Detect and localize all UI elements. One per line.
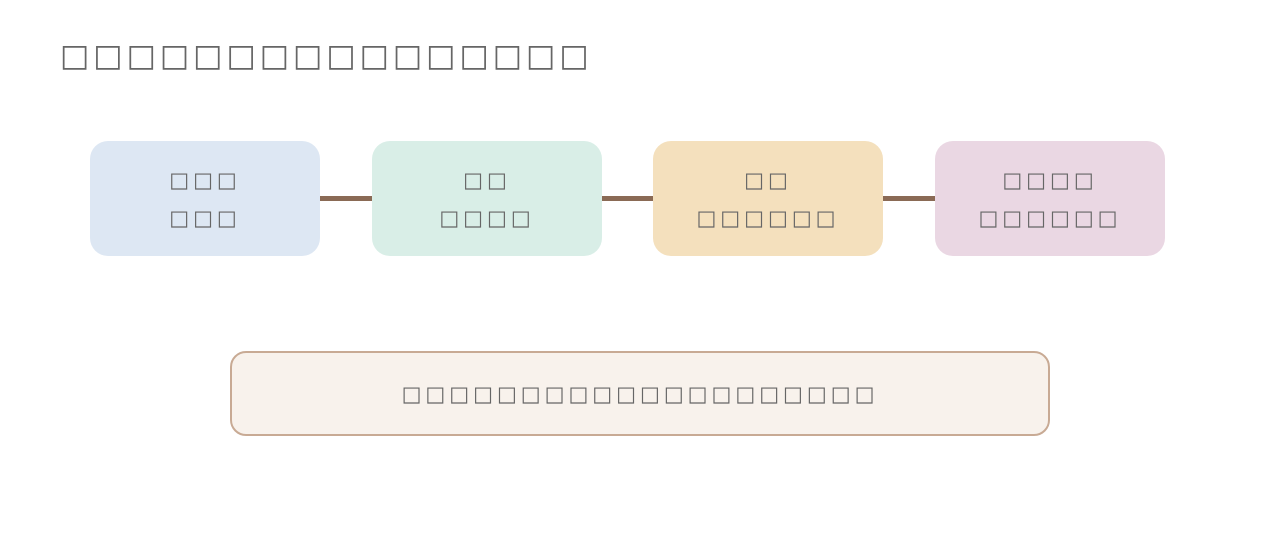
stage-2-line-1: □□ bbox=[463, 167, 511, 192]
stage-box-3: □□ □□□□□□ bbox=[653, 141, 883, 256]
stage-3-line-1: □□ bbox=[744, 167, 792, 192]
stage-4-line-1: □□□□ bbox=[1002, 167, 1098, 192]
stage-box-4: □□□□ □□□□□□ bbox=[935, 141, 1165, 256]
connector-1-2 bbox=[320, 196, 372, 201]
stage-box-1: □□□ □□□ bbox=[90, 141, 320, 256]
stage-2-line-2: □□□□ bbox=[439, 205, 535, 230]
stage-1-line-1: □□□ bbox=[169, 167, 241, 192]
stage-3-line-2: □□□□□□ bbox=[696, 205, 840, 230]
stage-box-2: □□ □□□□ bbox=[372, 141, 602, 256]
stage-4-line-2: □□□□□□ bbox=[978, 205, 1122, 230]
stage-1-line-2: □□□ bbox=[169, 205, 241, 230]
process-flow: □□□ □□□ □□ □□□□ □□ □□□□□□ □□□□ □□□□□□ bbox=[90, 141, 1165, 256]
connector-3-4 bbox=[883, 196, 935, 201]
summary-note: □□□□□□□□□□□□□□□□□□□□ bbox=[230, 351, 1050, 436]
connector-2-3 bbox=[602, 196, 654, 201]
page-title: □□□□□□□□□□□□□□□□ bbox=[60, 38, 593, 74]
